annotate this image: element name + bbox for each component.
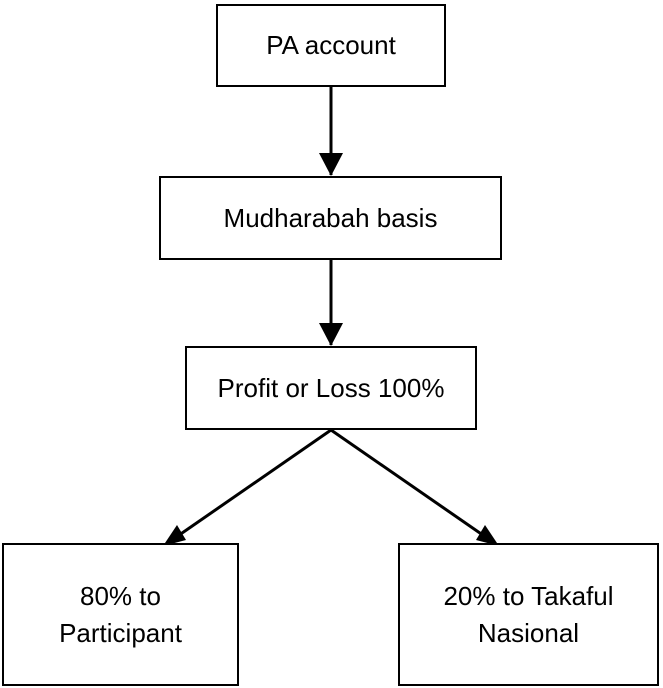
node-participant-line-2: Participant — [59, 617, 182, 648]
node-takaful-text: 20% to Takaful Nasional — [443, 578, 613, 651]
node-mudharabah-basis-label: Mudharabah basis — [223, 202, 438, 233]
node-participant-share: 80% to Participant — [2, 543, 239, 686]
arrow-profit-to-participant — [171, 428, 332, 542]
node-pa-account: PA account — [216, 4, 446, 87]
node-profit-or-loss-label: Profit or Loss 100% — [217, 372, 445, 403]
arrowhead-profit-to-participant — [163, 525, 186, 546]
node-participant-line-1: 80% to — [80, 581, 161, 612]
arrow-profit-to-takaful — [330, 428, 491, 542]
arrowhead-profit-to-takaful — [476, 525, 499, 546]
node-participant-text: 80% to Participant — [59, 578, 182, 651]
node-takaful-share: 20% to Takaful Nasional — [398, 543, 659, 686]
node-profit-or-loss: Profit or Loss 100% — [185, 346, 477, 430]
arrowhead-pa-to-mudharabah — [319, 153, 343, 176]
node-mudharabah-basis: Mudharabah basis — [159, 176, 502, 260]
arrowhead-mudharabah-to-profit — [319, 323, 343, 346]
node-pa-account-label: PA account — [266, 30, 396, 61]
node-takaful-line-1: 20% to Takaful — [443, 581, 614, 612]
node-takaful-line-2: Nasional — [477, 617, 580, 648]
